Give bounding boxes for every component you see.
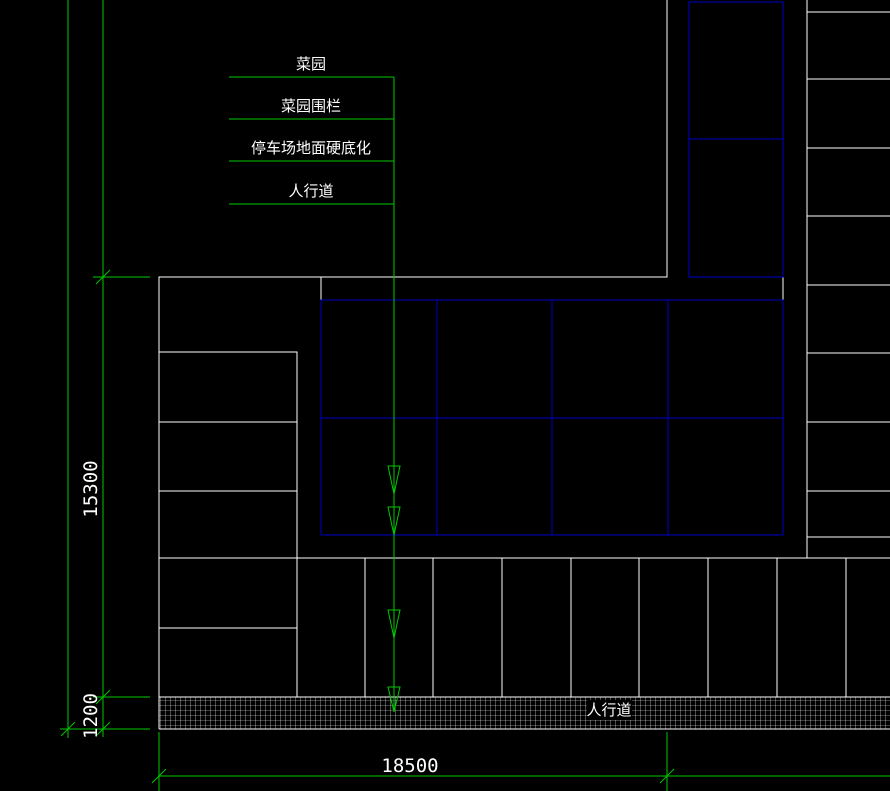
upper-building-outline (158, 0, 668, 697)
callout-label-garden: 菜园 (296, 55, 326, 73)
sidewalk: 人行道 (158, 696, 890, 730)
garden-notch-outline (320, 277, 784, 301)
right-building-outline (159, 0, 808, 559)
dimension-vertical-small: 1200 (80, 693, 102, 739)
leader-arrow-2 (387, 506, 401, 536)
leader-arrow-3 (387, 609, 401, 639)
dimension-vertical-main: 15300 (80, 460, 102, 517)
callout-label-sidewalk: 人行道 (288, 182, 333, 200)
dimension-lines (60, 0, 890, 791)
callout-label-parking-paving: 停车场地面硬底化 (251, 139, 371, 157)
vegetable-garden-grid (320, 1, 784, 536)
callout-label-garden-fence: 菜园围栏 (281, 97, 341, 115)
leader-callouts: 菜园 菜园围栏 停车场地面硬底化 人行道 (229, 55, 401, 713)
sidewalk-hatch (159, 697, 890, 729)
dimension-horizontal: 18500 (381, 755, 438, 777)
building-outlines (158, 0, 890, 697)
sidewalk-label: 人行道 (586, 701, 631, 719)
leader-arrow-4 (387, 686, 401, 713)
leader-arrow-1 (387, 465, 401, 495)
